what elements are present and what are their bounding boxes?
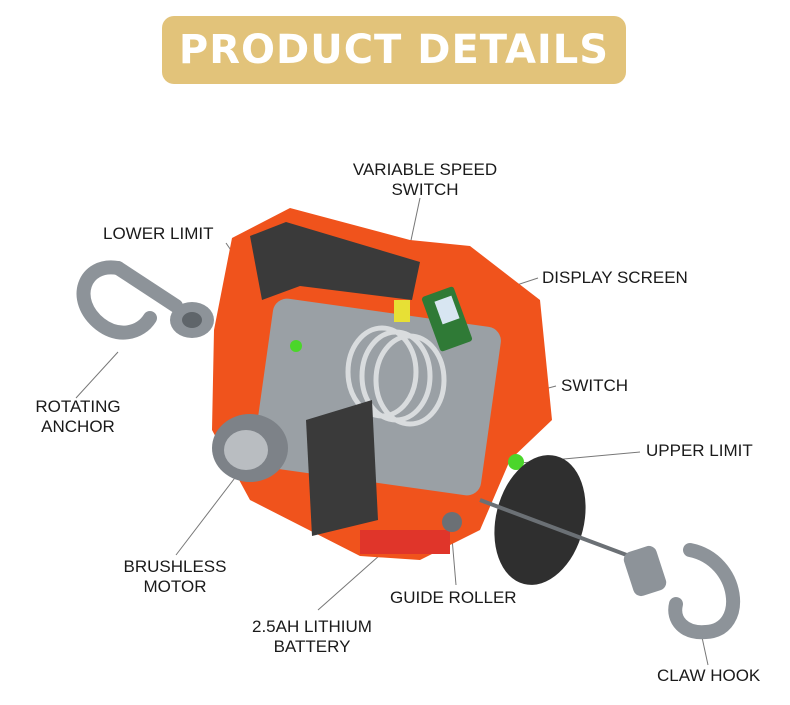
variable-speed-switch-label: VARIABLE SPEED SWITCH [350,160,500,200]
upper-limit-label: UPPER LIMIT [646,441,753,460]
display-screen-label: DISPLAY SCREEN [542,268,688,287]
page-title: PRODUCT DETAILS [178,27,610,73]
battery-line2: BATTERY [273,637,351,656]
battery-label: 2.5AH LITHIUM BATTERY [240,617,384,657]
claw-hook-label: CLAW HOOK [657,666,761,685]
variable-speed-switch-line2: SWITCH [391,180,459,199]
hoist-body [212,208,552,560]
title-banner: PRODUCT DETAILS [162,16,626,84]
brushless-motor-label: BRUSHLESS MOTOR [120,557,230,597]
rotating-anchor-line2: ANCHOR [41,417,115,436]
rotating-anchor-hook [76,260,214,340]
rotating-anchor-line1: ROTATING [35,397,121,416]
variable-speed-switch-line1: VARIABLE SPEED [352,160,498,179]
rotating-anchor-label: ROTATING ANCHOR [26,397,130,437]
guide-roller-label: GUIDE ROLLER [390,588,517,607]
switch-label: SWITCH [561,376,629,395]
lower-limit-label: LOWER LIMIT [103,224,214,243]
battery-line1: 2.5AH LITHIUM [252,617,372,636]
brushless-motor-line1: BRUSHLESS [123,557,227,576]
brushless-motor-line2: MOTOR [143,577,207,596]
claw-hook-assembly [479,455,740,640]
